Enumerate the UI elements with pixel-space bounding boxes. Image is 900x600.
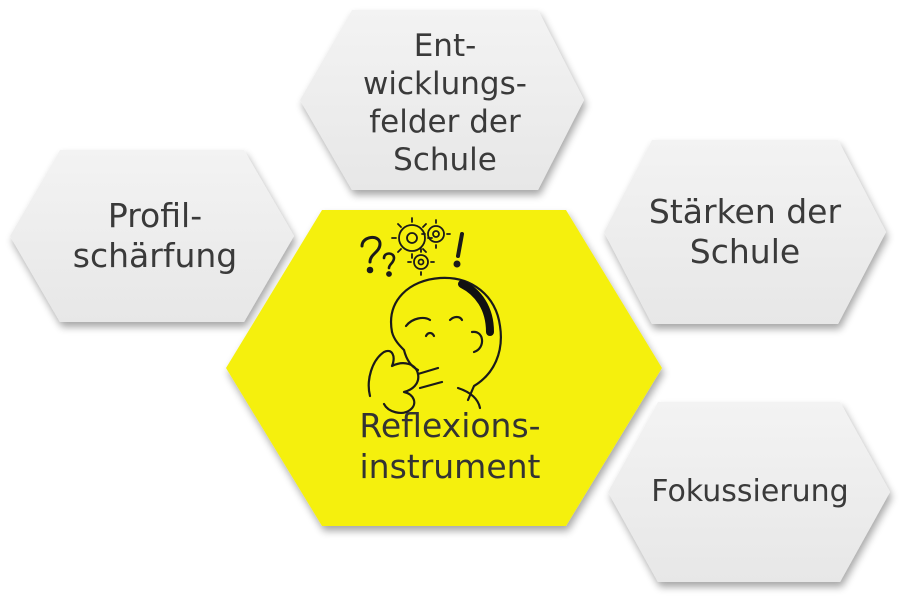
hexagon-label-left: Profil- schärfung [72, 195, 238, 275]
hexagon-right [604, 140, 886, 324]
hexagon-label-center: Reflexions- instrument [359, 405, 541, 486]
headband-icon [458, 280, 494, 336]
hexagon-top [300, 10, 584, 190]
thinking-person-icon [360, 217, 502, 414]
hexagon-bottom-right [608, 402, 890, 582]
hexagon-label-bottom-right: Fokussierung [651, 473, 849, 509]
exclamation-mark-icon [453, 232, 464, 268]
head-outline [389, 276, 502, 402]
hexagon-left [10, 150, 294, 322]
hexagon-label-right: Stärken der Schule [648, 191, 842, 271]
hexagon-label-top: Ent- wicklungs- felder der Schule [363, 28, 527, 178]
gears-icon [391, 217, 451, 276]
question-mark-icon [360, 236, 396, 277]
hexagon-center [226, 210, 662, 526]
